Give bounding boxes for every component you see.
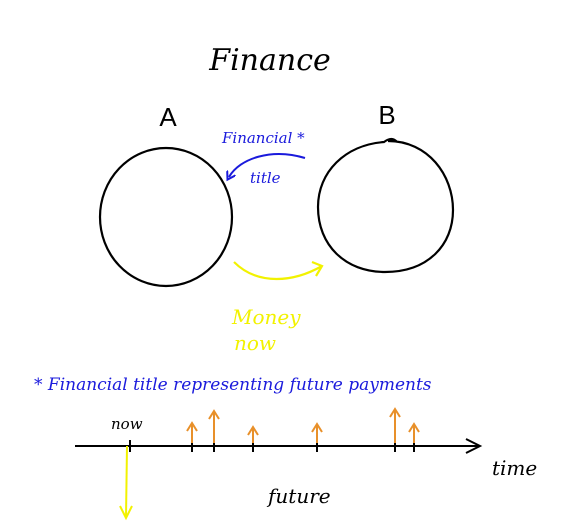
money-flow-label-line1: Money xyxy=(231,305,301,329)
payment-arrowhead xyxy=(186,421,198,432)
money-flow-arrow xyxy=(233,261,323,280)
future-payments xyxy=(186,407,420,452)
entity-b-label: B xyxy=(378,100,395,130)
title-flow-arrow xyxy=(229,153,306,177)
title-flow-label-line2: title xyxy=(250,169,281,187)
future-label: future xyxy=(266,484,331,508)
now-label: now xyxy=(111,415,143,433)
entity-a-label: A xyxy=(159,102,177,132)
payment-arrowhead xyxy=(208,409,220,420)
entity-b-circle xyxy=(316,137,455,274)
payment-arrowhead xyxy=(408,422,420,433)
entity-a-circle xyxy=(98,146,234,288)
title-flow-label-line1: Financial * xyxy=(221,129,305,147)
money-flow-label-line2: now xyxy=(234,331,276,355)
diagram-title: Finance xyxy=(208,43,331,78)
time-axis-label: time xyxy=(492,456,537,480)
money-flow-arrowhead xyxy=(311,260,324,277)
time-axis-arrowhead xyxy=(465,438,483,454)
payment-arrowhead xyxy=(247,425,259,436)
money-outflow-arrow xyxy=(125,445,128,518)
money-outflow-arrowhead xyxy=(119,505,133,521)
payment-arrowhead xyxy=(389,407,401,418)
payment-arrowhead xyxy=(311,422,323,433)
footnote: * Financial title representing future pa… xyxy=(34,375,432,395)
